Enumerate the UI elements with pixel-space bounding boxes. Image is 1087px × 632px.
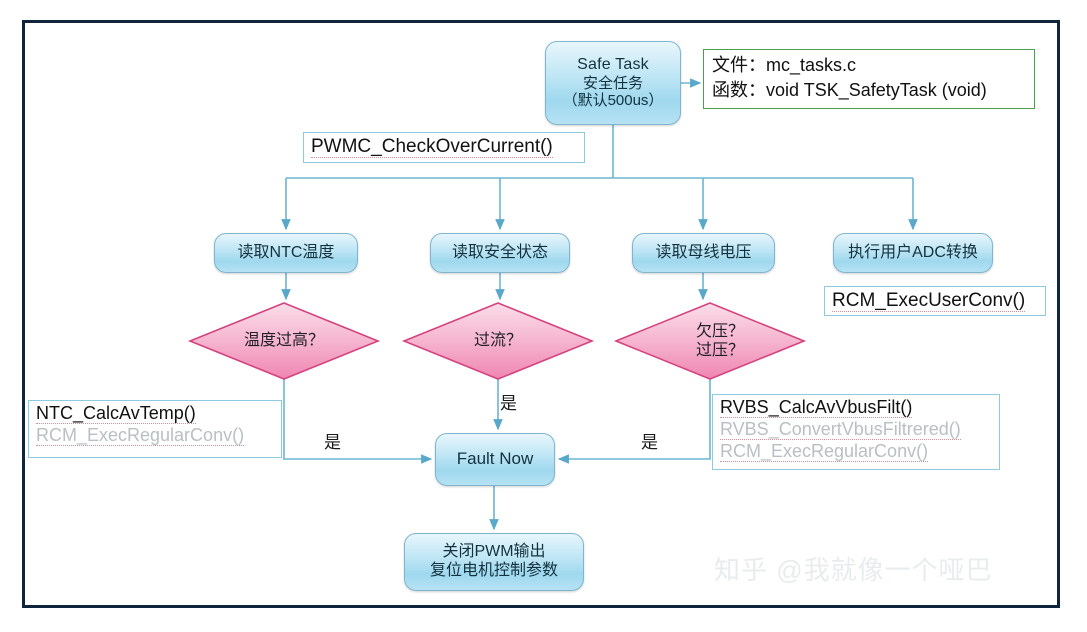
decision-temp-label: 温度过高？	[243, 332, 324, 350]
node-read-vbus-label: 读取母线电压	[655, 243, 752, 261]
info-function-label: 函数：	[712, 79, 766, 100]
shutdown-line2: 复位电机控制参数	[429, 562, 558, 579]
node-read-ntc-temperature[interactable]: 读取NTC温度	[214, 233, 358, 273]
node-user-adc-label: 执行用户ADC转换	[848, 243, 978, 261]
node-safe-task[interactable]: Safe Task 安全任务 （默认500us）	[545, 41, 681, 125]
node-fault-now-label: Fault Now	[456, 449, 534, 469]
callout-ntc-secondary: RCM_ExecRegularConv()	[36, 424, 245, 446]
node-exec-user-adc-conversion[interactable]: 执行用户ADC转换	[833, 233, 993, 273]
callout-rcm-execuserconv: RCM_ExecUserConv()	[824, 286, 1046, 316]
node-read-bus-voltage[interactable]: 读取母线电压	[632, 233, 775, 273]
node-shutdown-pwm-reset[interactable]: 关闭PWM输出 复位电机控制参数	[404, 533, 584, 591]
callout-rvbs-secondary: RVBS_ConvertVbusFiltrered()	[720, 418, 961, 440]
callout-pwmc-checkovercurrent: PWMC_CheckOverCurrent()	[303, 132, 585, 163]
edge-label-yes-middle: 是	[500, 394, 517, 413]
info-file-value: mc_tasks.c	[766, 55, 857, 75]
edge-label-yes-right: 是	[641, 433, 658, 452]
info-function-value: void TSK_SafetyTask (void)	[766, 79, 987, 100]
watermark: 知乎 @我就像一个哑巴	[714, 555, 993, 585]
decision-voltage-label: 欠压？ 过压？	[696, 322, 744, 360]
callout-pwmc-text: PWMC_CheckOverCurrent()	[311, 136, 553, 158]
decision-overcurrent[interactable]: 过流？	[404, 303, 592, 379]
node-read-safety-label: 读取安全状态	[451, 243, 548, 261]
decision-overcurrent-label: 过流？	[473, 332, 522, 350]
callout-rvbs-tertiary: RCM_ExecRegularConv()	[720, 440, 929, 462]
callout-ntc-functions: NTC_CalcAvTemp() RCM_ExecRegularConv()	[28, 400, 282, 458]
safe-task-line1: Safe Task	[577, 55, 649, 73]
node-fault-now[interactable]: Fault Now	[435, 433, 555, 486]
info-file-row: 文件：mc_tasks.c	[712, 53, 1026, 78]
safe-task-line3: （默认500us）	[562, 92, 664, 110]
node-read-safety-status[interactable]: 读取安全状态	[430, 233, 570, 273]
callout-ntc-primary: NTC_CalcAvTemp()	[36, 403, 196, 424]
decision-temperature-too-high[interactable]: 温度过高？	[190, 303, 378, 379]
decision-voltage-line2: 过压？	[695, 342, 744, 359]
decision-under-over-voltage[interactable]: 欠压？ 过压？	[616, 303, 804, 379]
edge-label-yes-left: 是	[324, 433, 341, 452]
file-function-info-box: 文件：mc_tasks.c 函数：void TSK_SafetyTask (vo…	[703, 49, 1035, 109]
callout-rvbs-primary: RVBS_CalcAvVbusFilt()	[720, 397, 913, 418]
shutdown-line1: 关闭PWM输出	[442, 543, 546, 561]
safe-task-line2: 安全任务	[582, 74, 643, 92]
callout-rvbs-functions: RVBS_CalcAvVbusFilt() RVBS_ConvertVbusFi…	[712, 394, 1000, 470]
callout-userconv-text: RCM_ExecUserConv()	[832, 290, 1026, 312]
info-function-row: 函数：void TSK_SafetyTask (void)	[712, 78, 1026, 103]
decision-voltage-line1: 欠压？	[695, 322, 744, 340]
node-read-ntc-label: 读取NTC温度	[237, 243, 335, 261]
info-file-label: 文件：	[712, 55, 766, 75]
